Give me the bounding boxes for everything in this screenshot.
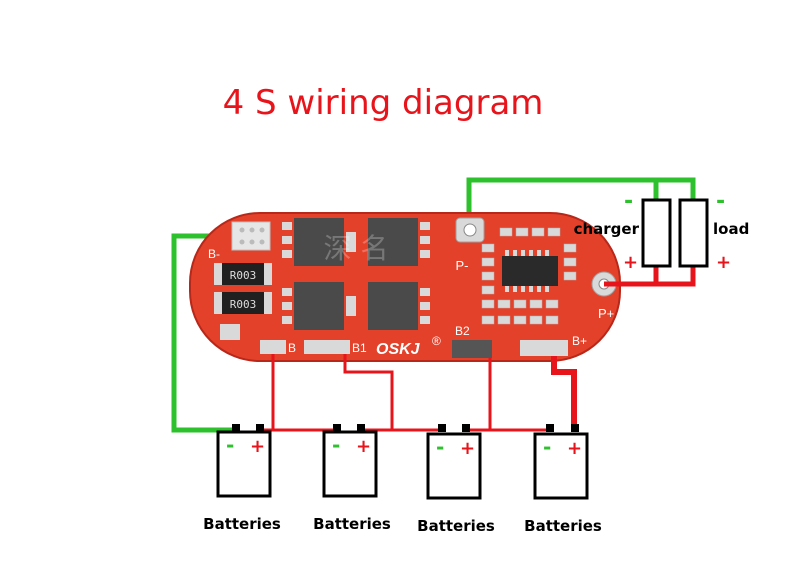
battery-1-minus: - <box>226 433 234 457</box>
resistor-label-2: R003 <box>230 298 257 311</box>
battery-1-body <box>216 430 272 498</box>
battery-3-terminal-right <box>462 424 470 432</box>
battery-4-body <box>533 432 589 500</box>
battery-4: - + Batteries <box>524 424 602 535</box>
load-label: load <box>713 220 749 238</box>
label-b-plus: B+ <box>572 334 587 348</box>
red-wires <box>260 354 548 432</box>
resistor-1 <box>214 263 272 285</box>
battery-3-minus: - <box>436 435 444 459</box>
pad-b1 <box>304 340 350 354</box>
mosfet-4 <box>368 282 418 330</box>
battery-3: - + Batteries <box>417 424 495 535</box>
battery-1-label: Batteries <box>203 515 281 533</box>
pcb-board: R003 R003 深 名 P- B- <box>189 212 621 362</box>
battery-1-terminal-right <box>256 424 264 432</box>
battery-4-minus: - <box>543 435 551 459</box>
smd-components <box>481 227 577 325</box>
mosfet-3 <box>294 282 344 330</box>
battery-4-plus: + <box>567 438 582 459</box>
battery-2-label: Batteries <box>313 515 391 533</box>
battery-2: - + Batteries <box>313 424 391 533</box>
label-p-plus: P+ <box>598 306 614 321</box>
charger-minus-sign: - <box>624 189 633 214</box>
label-p-minus: P- <box>456 258 469 273</box>
battery-3-label: Batteries <box>417 517 495 535</box>
battery-2-plus: + <box>356 436 371 457</box>
mosfet-1 <box>294 218 344 266</box>
charger-label: charger <box>574 220 640 238</box>
resistor-2 <box>214 292 272 314</box>
label-b-minus: B- <box>208 247 220 261</box>
battery-1: - + Batteries <box>203 424 281 533</box>
pad-b <box>260 340 286 354</box>
battery-2-minus: - <box>332 433 340 457</box>
battery-4-terminal-right <box>571 424 579 432</box>
wire-b-plus <box>551 356 577 430</box>
battery-2-terminal-left <box>333 424 341 432</box>
battery-4-label: Batteries <box>524 517 602 535</box>
battery-1-plus: + <box>250 436 265 457</box>
label-b1: B1 <box>352 341 367 355</box>
board-watermark: 深 名 <box>324 232 389 265</box>
wire-b1 <box>343 354 394 430</box>
battery-3-terminal-left <box>438 424 446 432</box>
label-b2: B2 <box>455 324 470 338</box>
mosfet-2 <box>368 218 418 266</box>
charger-plus-sign: + <box>623 252 638 273</box>
battery-1-terminal-left <box>232 424 240 432</box>
load-minus-sign: - <box>716 189 725 214</box>
battery-4-terminal-left <box>546 424 554 432</box>
board-registered-mark: ® <box>432 334 441 348</box>
pad-b-plus <box>520 340 568 356</box>
battery-3-plus: + <box>460 438 475 459</box>
pad-b2 <box>452 340 492 358</box>
wire-p-plus-to-charger-load <box>604 266 696 287</box>
charger-box <box>641 198 672 268</box>
diagram-title: 4 S wiring diagram <box>223 83 544 123</box>
protection-ic <box>502 256 558 286</box>
board-brand: OSKJ <box>376 341 421 358</box>
wire-p-minus-to-charger-load <box>466 177 696 228</box>
wire-b-minus-to-battery1 <box>171 233 236 433</box>
battery-3-body <box>426 432 482 500</box>
mosfets <box>294 218 418 330</box>
battery-2-body <box>322 430 378 498</box>
load-box <box>678 198 709 268</box>
label-b: B <box>288 341 296 355</box>
green-wires <box>171 177 696 433</box>
charger-load-group: charger load - - + + <box>574 189 750 273</box>
pad-b-minus <box>231 221 271 251</box>
load-plus-sign: + <box>716 252 731 273</box>
resistor-label-1: R003 <box>230 269 257 282</box>
battery-2-terminal-right <box>357 424 365 432</box>
